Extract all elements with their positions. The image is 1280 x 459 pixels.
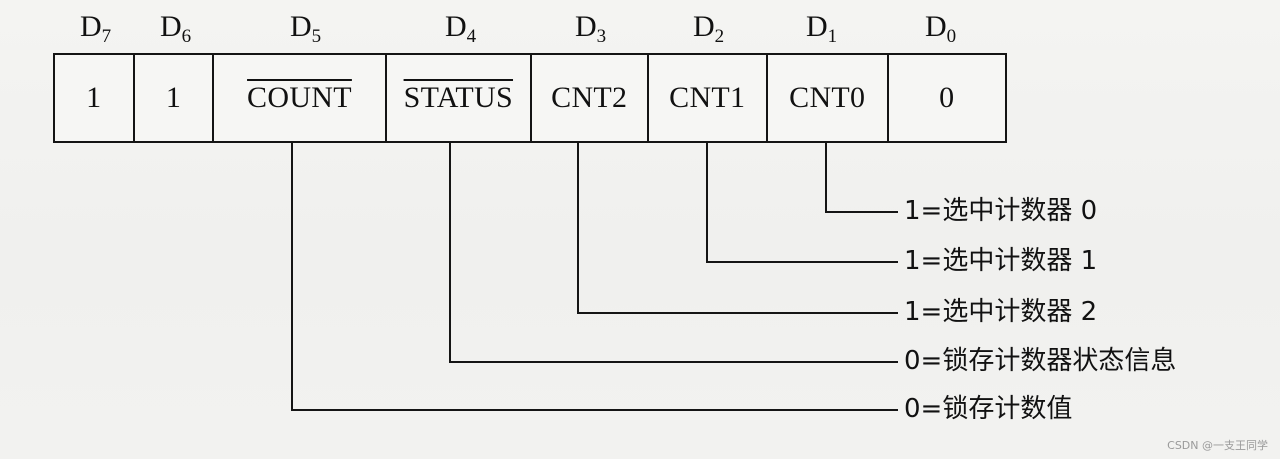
bit-label-d3: D3	[575, 10, 607, 47]
bit-label-d6: D6	[160, 10, 192, 47]
leader-line-d2	[706, 143, 898, 263]
cell-d1: CNT0	[768, 55, 889, 141]
bit-label-d7: D7	[80, 10, 112, 47]
cell-d6: 1	[135, 55, 215, 141]
desc-d4: 0=锁存计数器状态信息	[904, 346, 1177, 376]
register-box: 1 1 COUNT STATUS CNT2 CNT1 CNT0 0	[53, 53, 1007, 143]
desc-d3: 1=选中计数器 2	[904, 297, 1098, 327]
bit-label-d2: D2	[693, 10, 725, 47]
desc-d2: 1=选中计数器 1	[904, 246, 1098, 276]
cell-d5: COUNT	[214, 55, 387, 141]
leader-line-d1	[825, 143, 898, 213]
watermark: CSDN @一支王同学	[1167, 439, 1268, 452]
cell-d4: STATUS	[387, 55, 532, 141]
bit-label-d5: D5	[290, 10, 322, 47]
bit-label-d1: D1	[806, 10, 838, 47]
desc-d5: 0=锁存计数值	[904, 394, 1073, 424]
leader-line-d5	[291, 143, 898, 411]
leader-line-d4	[449, 143, 898, 363]
cell-d7: 1	[55, 55, 135, 141]
cell-d3: CNT2	[532, 55, 649, 141]
cell-d2: CNT1	[649, 55, 769, 141]
leader-line-d3	[577, 143, 898, 314]
cell-d0: 0	[939, 81, 955, 114]
bit-label-d0: D0	[925, 10, 957, 47]
bit-label-d4: D4	[445, 10, 477, 47]
desc-d1: 1=选中计数器 0	[904, 196, 1098, 226]
